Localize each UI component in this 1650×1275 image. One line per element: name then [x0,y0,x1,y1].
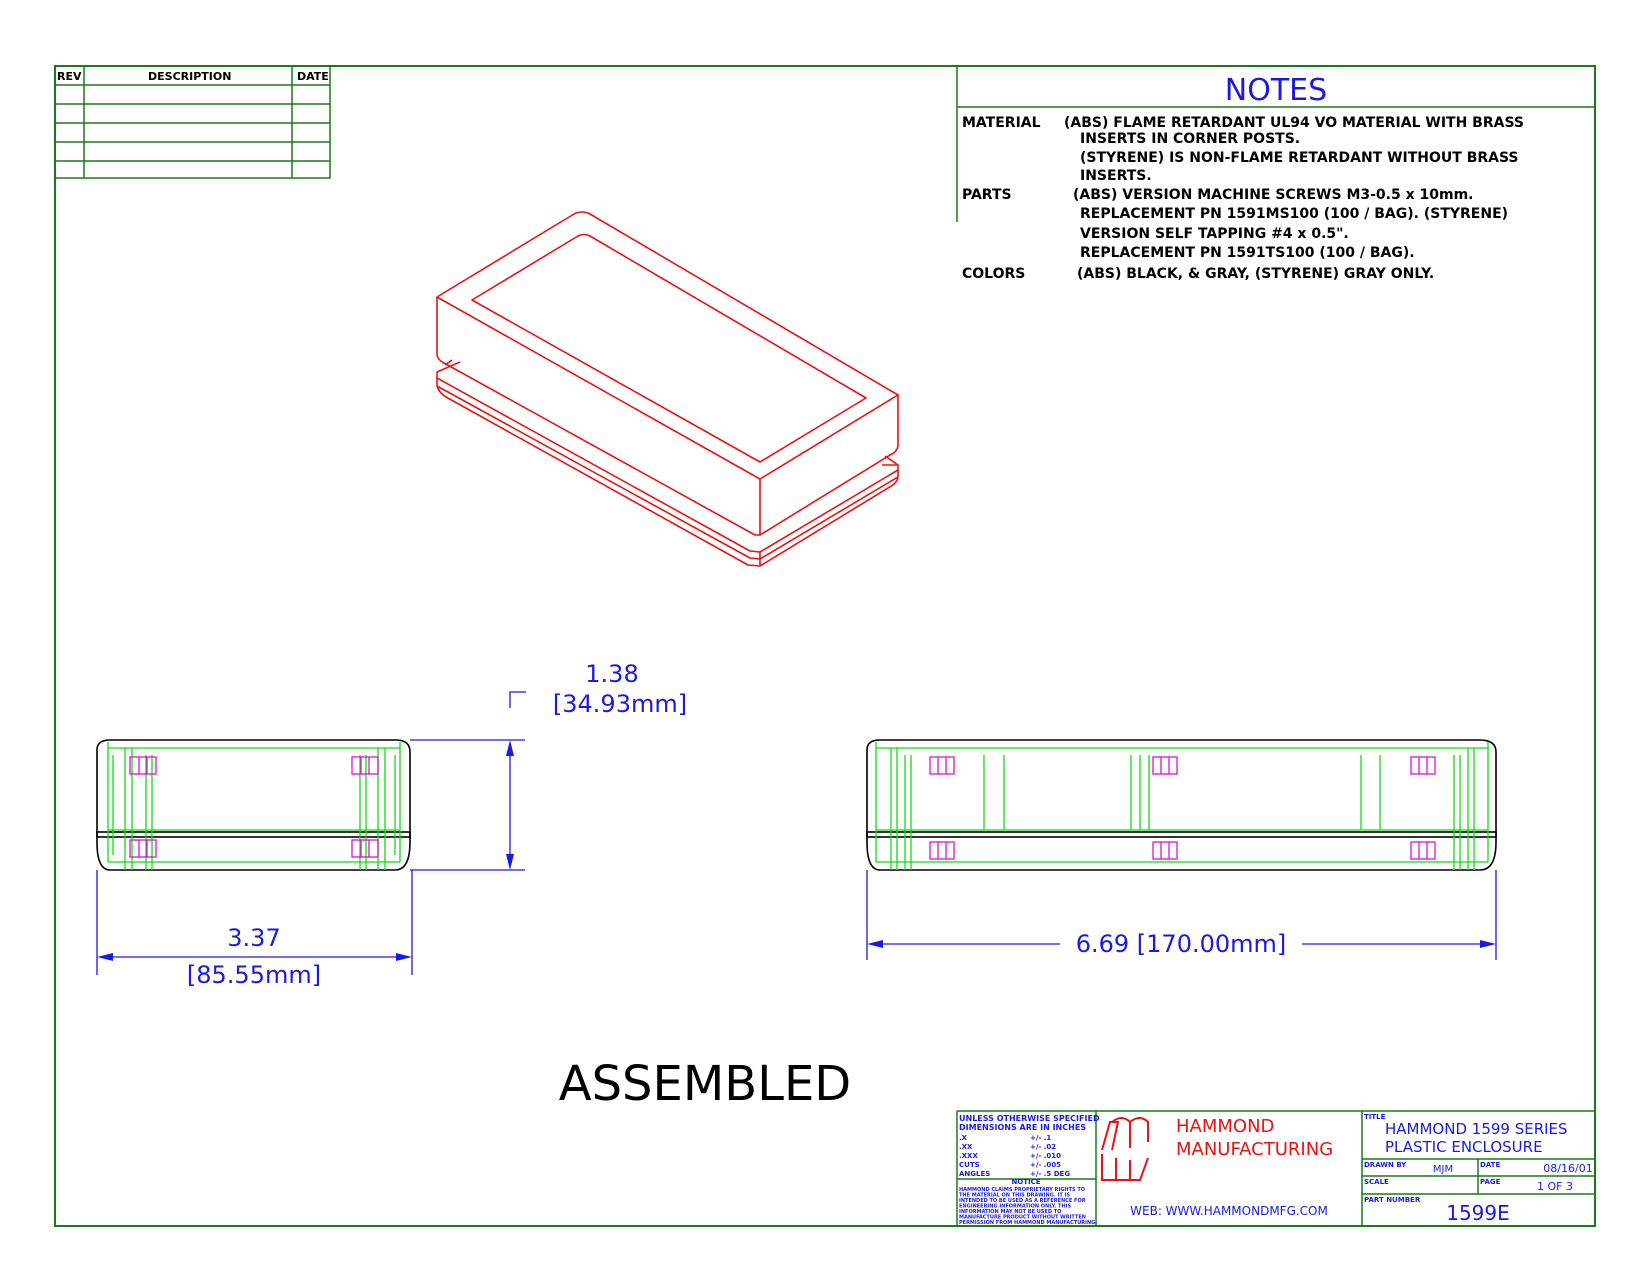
notice-line: HAMMOND CLAIMS PROPRIETARY RIGHTS TO [959,1187,1085,1193]
parts-line-1: (ABS) VERSION MACHINE SCREWS M3-0.5 x 10… [1073,187,1473,203]
end-view [96,739,411,871]
isometric-view [436,211,899,567]
height-mm: [34.93mm] [553,690,687,718]
length-dimension: 6.69 [170.00mm] [1076,930,1287,958]
company-name-2: MANUFACTURING [1176,1139,1333,1160]
tolerance-key: .X [959,1134,968,1142]
part-number-label: PART NUMBER [1364,1196,1421,1204]
width-mm: [85.55mm] [187,961,321,989]
dimension-lines [96,691,1497,975]
tolerance-value: +/- .5 DEG [1030,1170,1070,1178]
scale-label: SCALE [1364,1178,1389,1186]
material-line-4: INSERTS. [1080,168,1152,184]
view-label: ASSEMBLED [559,1056,851,1112]
drawn-by-label: DRAWN BY [1364,1161,1407,1169]
material-label: MATERIAL [962,115,1041,131]
sheet-border [54,65,1596,1227]
drawn-by-value: MJM [1433,1164,1453,1175]
parts-line-4: REPLACEMENT PN 1591TS100 (100 / BAG). [1080,245,1415,261]
notice-line: THE MATERIAL ON THIS DRAWING. IT IS [959,1193,1070,1199]
material-line-3: (STYRENE) IS NON-FLAME RETARDANT WITHOUT… [1080,150,1519,166]
side-view [866,739,1497,871]
date-header: DATE [297,70,329,83]
tolerance-value: +/- .1 [1030,1134,1051,1142]
notice-title: NOTICE [1011,1178,1040,1186]
width-inches: 3.37 [227,924,280,952]
notice-line: ENGINEERING INFORMATION ONLY. THIS [959,1204,1072,1210]
notes-title: NOTES [1225,73,1327,108]
rev-header: REV [57,70,82,83]
tolerance-value: +/- .010 [1030,1152,1061,1160]
material-line-2: INSERTS IN CORNER POSTS. [1080,131,1300,147]
notice-line: MANUFACTURE PRODUCT WITHOUT WRITTEN [959,1215,1086,1221]
revision-block [54,65,331,179]
tolerance-header-1: UNLESS OTHERWISE SPECIFIED [959,1114,1100,1123]
tolerance-value: +/- .005 [1030,1161,1061,1169]
colors-label: COLORS [962,266,1025,282]
notes-frame [956,66,1595,222]
tolerance-key: CUTS [959,1161,980,1169]
notice-line: INFORMATION MAY NOT BE USED TO [959,1209,1061,1215]
notice-line: INTENDED TO BE USED AS A REFERENCE FOR [959,1198,1086,1204]
dimension-arrows [97,740,1496,961]
company-website: WEB: WWW.HAMMONDMFG.COM [1130,1204,1328,1218]
material-line-1: (ABS) FLAME RETARDANT UL94 VO MATERIAL W… [1064,115,1524,131]
tolerance-header-2: DIMENSIONS ARE IN INCHES [959,1123,1086,1132]
notice-line: PERMISSION FROM HAMMOND MANUFACTURING. [959,1220,1097,1226]
title-label: TITLE [1364,1113,1386,1121]
tolerance-key: ANGLES [959,1170,990,1178]
tolerance-value: +/- .02 [1030,1143,1056,1151]
date-value: 08/16/01 [1543,1162,1592,1175]
height-inches: 1.38 [585,660,638,688]
description-header: DESCRIPTION [148,70,231,83]
tolerance-key: .XX [959,1143,973,1151]
parts-label: PARTS [962,187,1012,203]
page-value: 1 OF 3 [1537,1180,1573,1193]
date-label: DATE [1480,1161,1500,1169]
hammond-logo-icon [1101,1117,1149,1181]
title-line-1: HAMMOND 1599 SERIES [1385,1120,1568,1138]
parts-line-3: VERSION SELF TAPPING #4 x 0.5". [1080,226,1349,242]
part-number-value: 1599E [1446,1201,1510,1225]
parts-line-2: REPLACEMENT PN 1591MS100 (100 / BAG). (S… [1080,206,1508,222]
tolerance-key: .XXX [959,1152,978,1160]
page-label: PAGE [1480,1178,1501,1186]
title-block-frame [956,1110,1595,1226]
title-line-2: PLASTIC ENCLOSURE [1385,1138,1543,1156]
colors-line: (ABS) BLACK, & GRAY, (STYRENE) GRAY ONLY… [1077,266,1434,282]
notice-text: HAMMOND CLAIMS PROPRIETARY RIGHTS TOTHE … [959,1187,1097,1226]
company-name-1: HAMMOND [1176,1116,1274,1137]
